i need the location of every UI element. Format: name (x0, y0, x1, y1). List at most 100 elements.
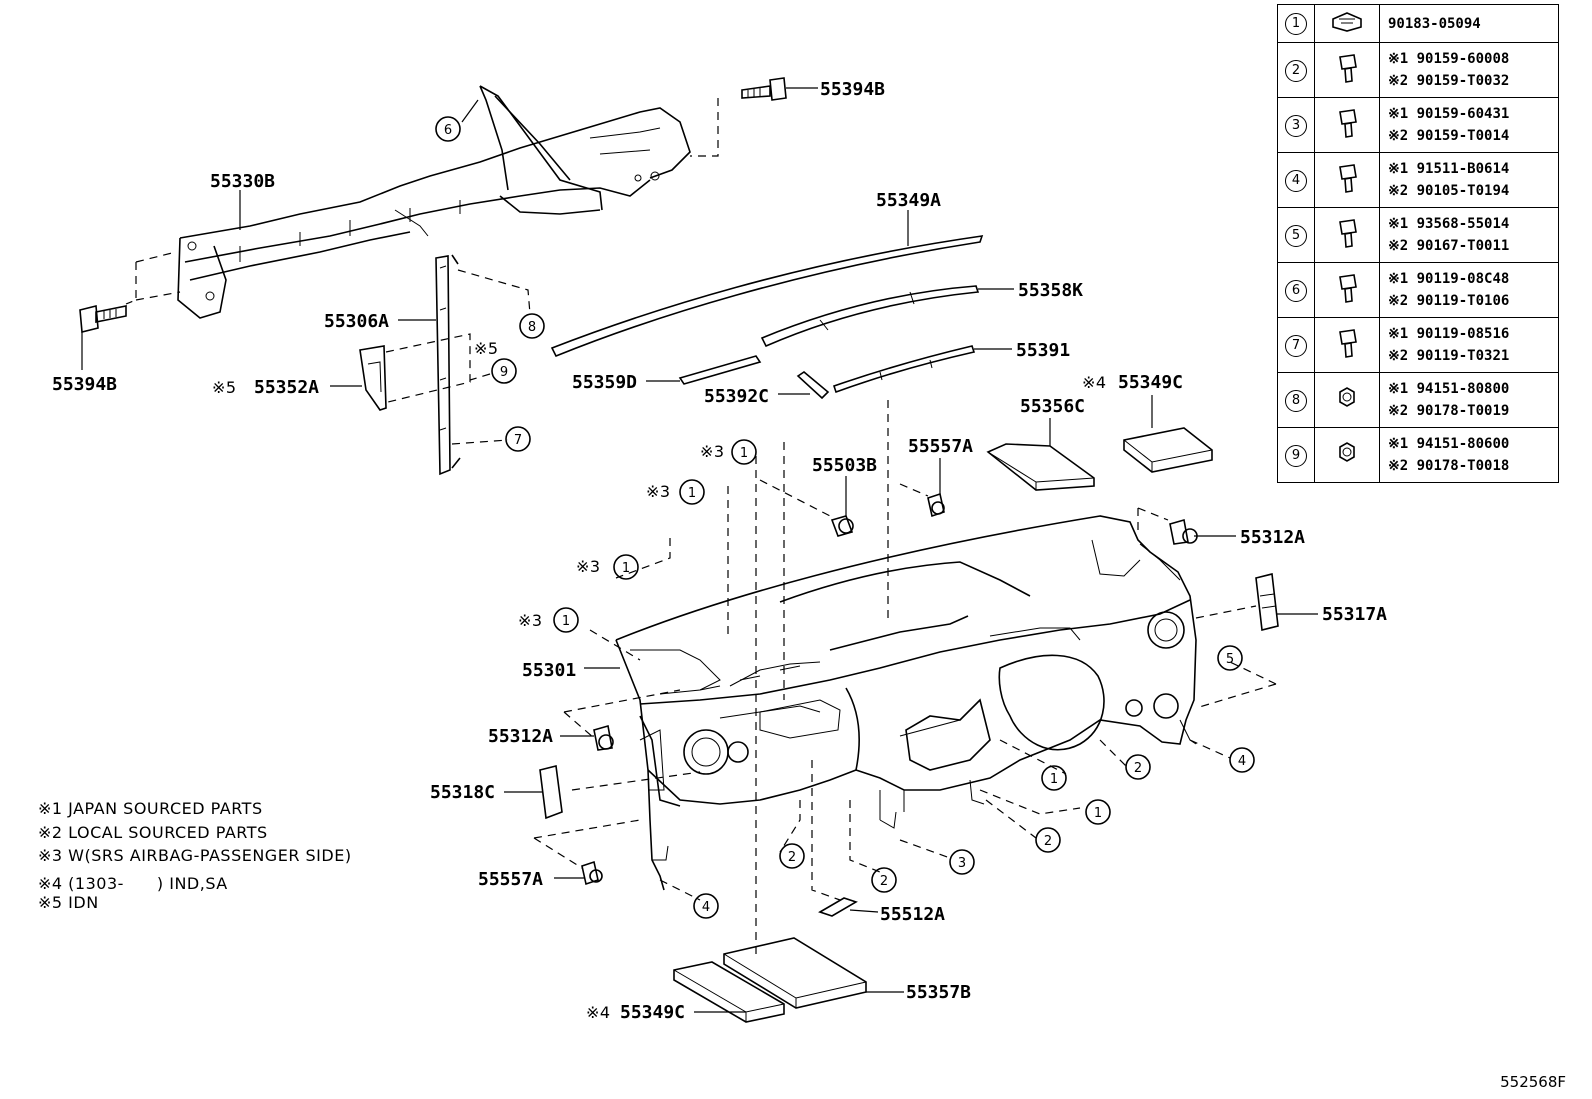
svg-text:4: 4 (702, 900, 710, 915)
circle-2-b: 2 (1035, 827, 1061, 853)
circle-5: 5 (1217, 645, 1243, 671)
svg-text:2: 2 (1134, 761, 1142, 776)
svg-text:1: 1 (1050, 772, 1058, 787)
svg-text:1: 1 (740, 446, 748, 461)
table-row: 2 ※1 90159-60008 ※2 90159-T0032 (1277, 42, 1559, 98)
svg-text:2: 2 (1044, 834, 1052, 849)
brace-bracket (435, 254, 461, 476)
circle-1-f: 1 (1085, 799, 1111, 825)
label-55392C: 55392C (704, 386, 769, 407)
svg-text:1: 1 (622, 561, 630, 576)
row-number: 2 (1285, 59, 1307, 82)
leader-lines (81, 87, 1318, 1013)
note-5: ※5 IDN (38, 893, 99, 912)
fastener-parts-table: 1 90183-05094 2 ※1 90159-60008※2 90159-T… (1277, 4, 1559, 483)
circle-3: 3 (949, 849, 975, 875)
part-number: ※1 94151-80800 (1388, 381, 1510, 397)
svg-text:1: 1 (1094, 806, 1102, 821)
note-1: ※1 JAPAN SOURCED PARTS (38, 799, 263, 818)
nut-icon (1339, 442, 1355, 462)
cover-55317A (1255, 573, 1279, 631)
marker-ref5-a: ※5 (474, 339, 499, 358)
marker-ref3-a: ※3 (700, 442, 725, 461)
table-row: 9 ※1 94151-80600 ※2 90178-T0018 (1277, 427, 1559, 483)
label-55557A-bottom: 55557A (478, 869, 543, 890)
circle-1-a: 1 (731, 439, 757, 465)
clip-55503B (830, 515, 854, 537)
label-55349C-top: 55349C (1118, 372, 1183, 393)
row-number: 6 (1285, 279, 1307, 302)
circle-1-e: 1 (1041, 765, 1067, 791)
circle-4-a: 4 (1229, 747, 1255, 773)
label-55512A: 55512A (880, 904, 945, 925)
svg-text:2: 2 (788, 850, 796, 865)
part-number: ※2 90167-T0011 (1388, 238, 1510, 254)
bolt-icon (1339, 329, 1357, 358)
label-55359D: 55359D (572, 372, 637, 393)
circle-9: 9 (491, 358, 517, 384)
marker-ref4-a: ※4 (1082, 373, 1107, 392)
row-number: 7 (1285, 334, 1307, 357)
reference-markers: ※5 ※5 ※4 ※4 ※3 ※3 ※3 ※3 (212, 339, 1107, 1022)
strip-55359D (678, 355, 762, 385)
marker-ref4-b: ※4 (586, 1003, 611, 1022)
part-number: ※2 90178-T0019 (1388, 403, 1510, 419)
table-row: 3 ※1 90159-60431 ※2 90159-T0014 (1277, 97, 1559, 153)
pad-55349C-top (1123, 427, 1213, 473)
part-number: ※2 90105-T0194 (1388, 183, 1510, 199)
part-number: ※1 91511-B0614 (1388, 161, 1510, 177)
part-number: ※1 93568-55014 (1388, 216, 1510, 232)
part-number: ※2 90159-T0032 (1388, 73, 1510, 89)
circle-2-d: 2 (871, 867, 897, 893)
strip-55349A (550, 235, 984, 358)
instrument-panel (615, 515, 1197, 891)
label-55301: 55301 (522, 660, 576, 681)
note-2: ※2 LOCAL SOURCED PARTS (38, 822, 268, 842)
label-55349A: 55349A (876, 190, 941, 211)
label-55312A-right: 55312A (1240, 527, 1305, 548)
note-4: ※4 (1303- ) IND,SA (38, 873, 228, 893)
table-row: 7 ※1 90119-08516 ※2 90119-T0321 (1277, 317, 1559, 373)
marker-ref3-c: ※3 (576, 557, 601, 576)
label-55330B: 55330B (210, 171, 275, 192)
circle-1-d: 1 (553, 607, 579, 633)
marker-ref3-b: ※3 (646, 482, 671, 501)
strip-55391 (832, 345, 976, 394)
part-number: ※1 94151-80600 (1388, 436, 1510, 452)
circle-8: 8 (519, 313, 545, 339)
callout-labels: 55394B 55330B 55394B 55349A 55358K 55306… (52, 79, 1387, 1023)
bolt-55394B-left (79, 304, 127, 334)
row-number: 1 (1285, 13, 1307, 35)
footnotes: ※1 JAPAN SOURCED PARTS ※2 LOCAL SOURCED … (38, 799, 352, 917)
part-number: ※2 90119-T0321 (1388, 348, 1510, 364)
label-55356C: 55356C (1020, 396, 1085, 417)
row-number: 9 (1285, 444, 1307, 467)
circle-1-b: 1 (679, 479, 705, 505)
part-number: ※2 90159-T0014 (1388, 128, 1510, 144)
bolt-55394B-top (741, 77, 787, 101)
nut-icon (1339, 387, 1355, 407)
part-number: ※1 90159-60431 (1388, 106, 1510, 122)
table-row: 4 ※1 91511-B0614※2 90105-T0194 (1277, 152, 1559, 208)
part-number: ※1 90119-08516 (1388, 326, 1510, 342)
row-number: 3 (1285, 114, 1307, 137)
label-55394B-left: 55394B (52, 374, 117, 395)
pad-55512A (818, 897, 858, 917)
part-number: ※2 90119-T0106 (1388, 293, 1510, 309)
clip-55312A-left (593, 724, 614, 751)
part-number: ※1 90159-60008 (1388, 51, 1510, 67)
clip-nut-icon (1332, 11, 1362, 32)
bolt-icon (1339, 164, 1357, 193)
table-row: 5 ※1 93568-55014※2 90167-T0011 (1277, 207, 1559, 263)
circle-2-c: 2 (779, 843, 805, 869)
label-55317A: 55317A (1322, 604, 1387, 625)
clip-55557A-top (927, 492, 945, 518)
bolt-icon (1339, 54, 1357, 83)
label-55557A-top: 55557A (908, 436, 973, 457)
part-number: ※2 90178-T0018 (1388, 458, 1510, 474)
pad-55349C-bottom (673, 961, 785, 1023)
dashed-assembly-lines (125, 98, 1277, 960)
label-55358K: 55358K (1018, 280, 1083, 301)
marker-ref3-d: ※3 (518, 611, 543, 630)
